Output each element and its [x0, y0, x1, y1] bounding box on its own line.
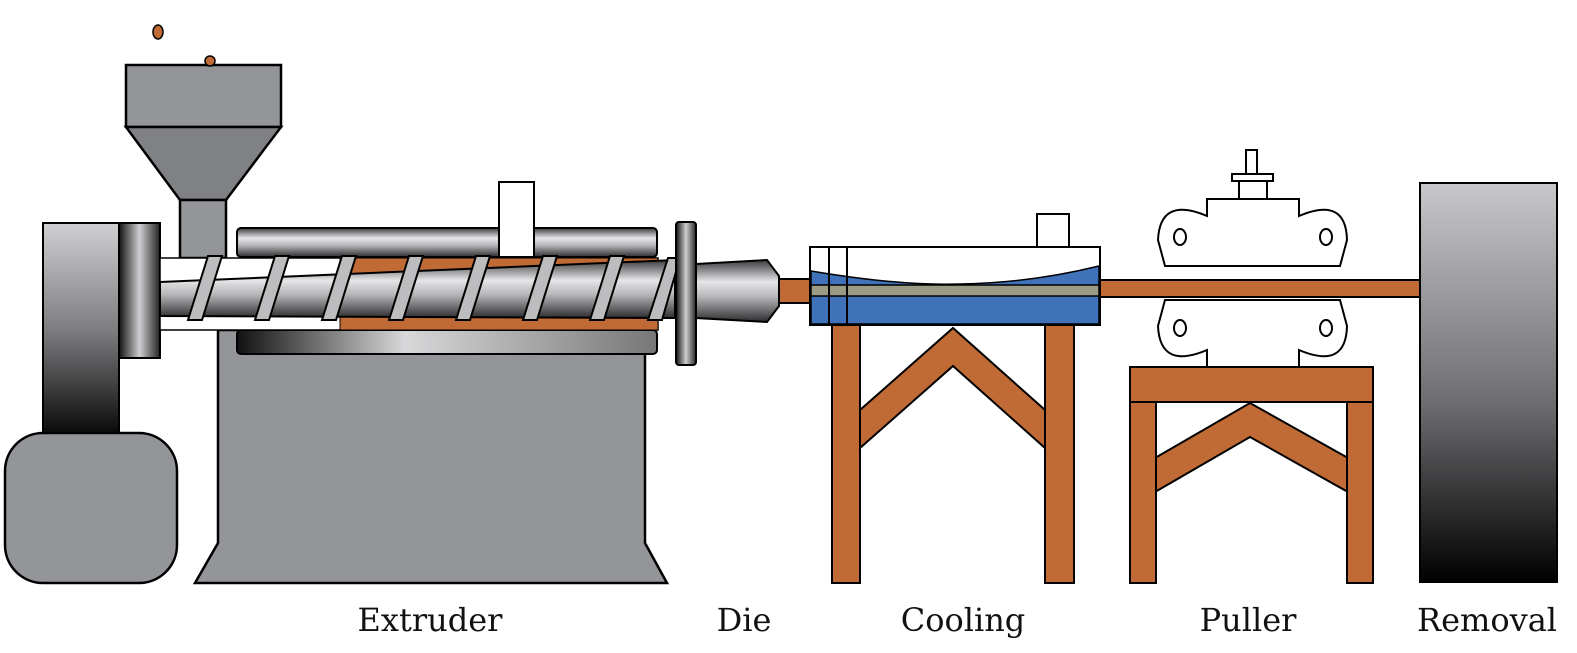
screw-icon: [159, 255, 682, 321]
stage-label-die: Die: [716, 601, 772, 639]
puller-stand: [1129, 366, 1374, 584]
die-icon: [675, 221, 780, 366]
pellet-icon: [152, 24, 164, 40]
puller-roller-icon: [1156, 149, 1349, 368]
water-tank-icon: [809, 213, 1101, 326]
stage-label-extruder: Extruder: [357, 601, 503, 639]
stage-label-removal: Removal: [1416, 601, 1558, 639]
stage-label-cooling: Cooling: [900, 601, 1026, 639]
motor-icon: [3, 222, 179, 585]
cooling-stand: [831, 324, 1075, 584]
extruded-profile: [1099, 279, 1421, 298]
pellet-icon: [204, 55, 216, 67]
stage-label-puller: Puller: [1199, 601, 1297, 639]
hopper-icon: [123, 24, 284, 260]
extruder-base: [192, 328, 670, 585]
removal-unit-icon: [1419, 182, 1558, 583]
extruded-profile: [778, 278, 813, 304]
